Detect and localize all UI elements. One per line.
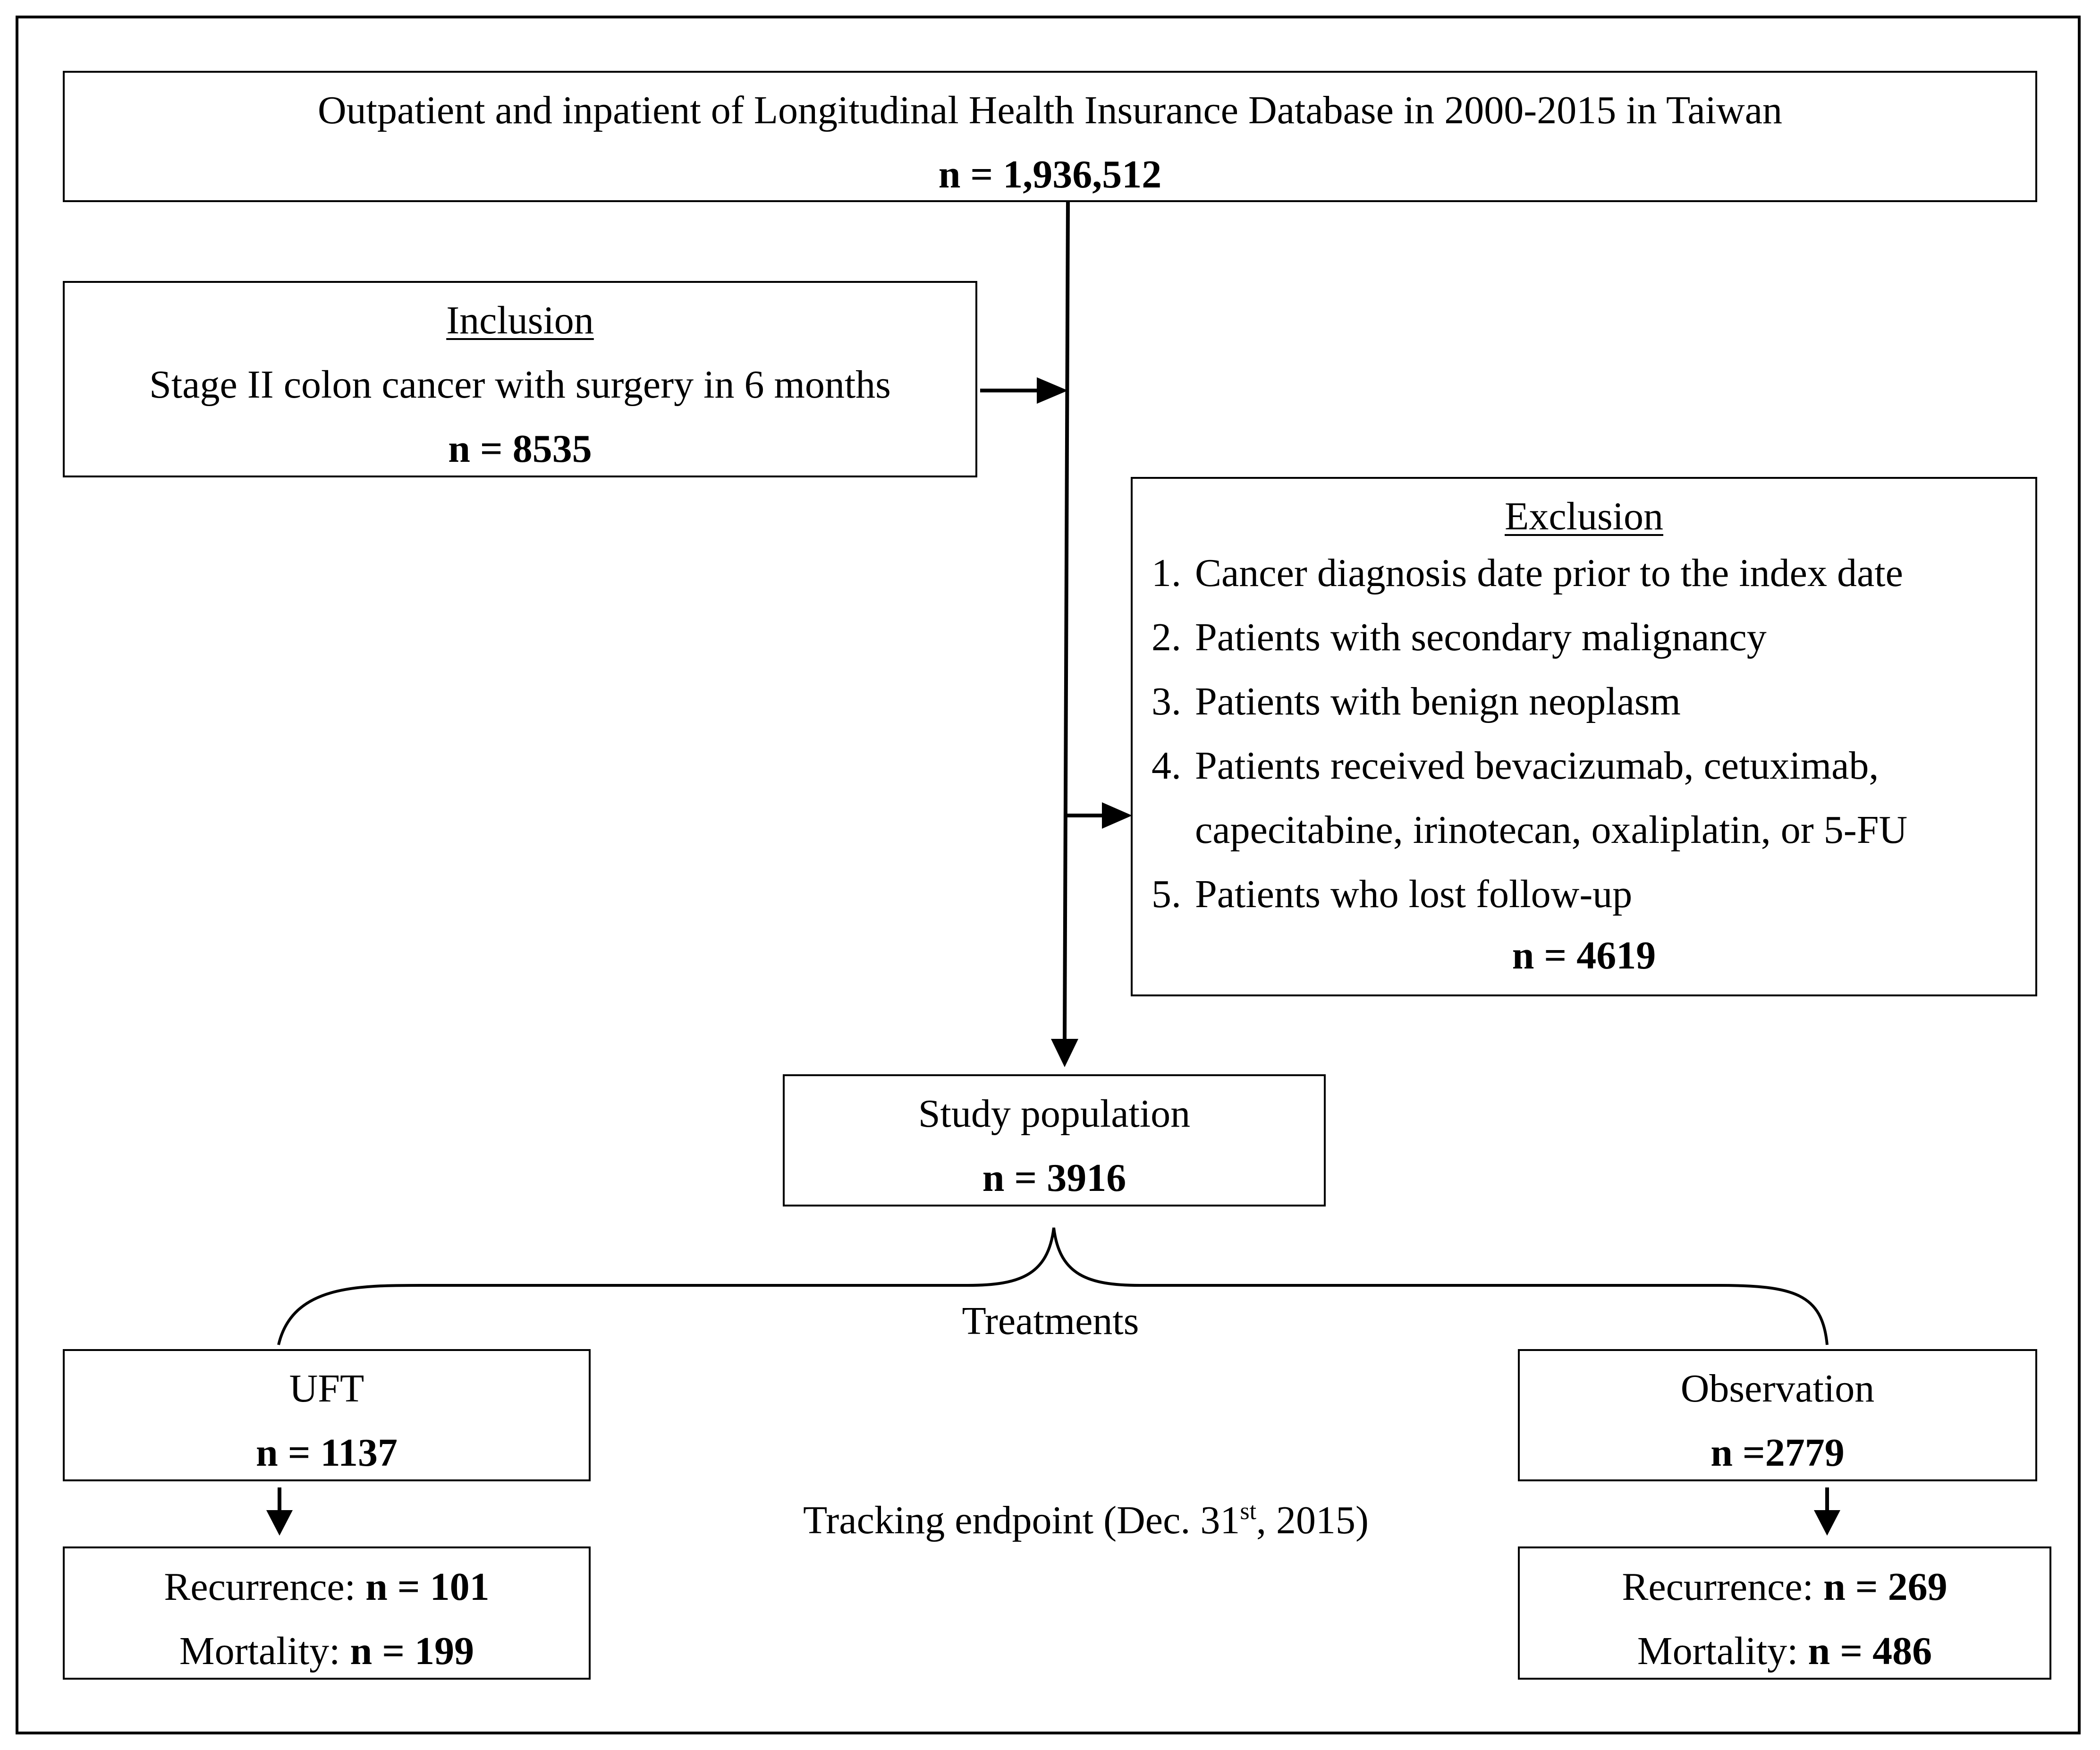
observation-mortality-count: n = 486 [1808,1629,1932,1673]
uft-recurrence-count: n = 101 [365,1565,490,1609]
observation-count: n =2779 [1710,1431,1845,1475]
exclusion-item-2: 2.Patients with secondary malignancy [1152,615,1767,659]
exclusion-item-5: 5.Patients who lost follow-up [1152,872,1633,916]
uft-arrowhead [266,1510,293,1536]
tracking-endpoint-label: Tracking endpoint (Dec. 31st, 2015) [803,1498,1369,1542]
uft-box: UFT n = 1137 [63,1349,591,1481]
treatments-label: Treatments [962,1299,1139,1343]
exclusion-item-1: 1.Cancer diagnosis date prior to the ind… [1152,551,1903,595]
inclusion-arrowhead [1037,377,1068,404]
treatments-brace [277,1227,1829,1345]
exclusion-arrowhead [1102,802,1132,829]
study-population-label: Study population [918,1092,1191,1136]
uft-label: UFT [289,1367,364,1410]
observation-mortality: Mortality: n = 486 [1637,1629,1932,1673]
observation-recurrence-count: n = 269 [1823,1565,1948,1609]
uft-recurrence: Recurrence: n = 101 [164,1565,490,1609]
uft-mortality-count: n = 199 [350,1629,474,1673]
source-database-count: n = 1,936,512 [938,153,1162,196]
tracking-endpoint-ordinal: st [1240,1498,1257,1525]
study-population-count: n = 3916 [982,1156,1126,1200]
diagram-frame [16,16,2081,1734]
observation-box: Observation n =2779 [1518,1349,2037,1481]
uft-outcomes-box: Recurrence: n = 101 Mortality: n = 199 [63,1546,591,1680]
exclusion-count: n = 4619 [1512,934,1656,977]
exclusion-heading: Exclusion [1505,494,1663,538]
observation-outcomes-box: Recurrence: n = 269 Mortality: n = 486 [1518,1546,2051,1680]
source-database-title: Outpatient and inpatient of Longitudinal… [317,88,1783,132]
inclusion-count: n = 8535 [448,427,592,471]
inclusion-criterion: Stage II colon cancer with surgery in 6 … [149,363,891,407]
main-trunk-line [1063,200,1070,1039]
uft-mortality: Mortality: n = 199 [179,1629,474,1673]
uft-count: n = 1137 [256,1431,398,1475]
study-population-box: Study population n = 3916 [783,1074,1326,1206]
observation-recurrence: Recurrence: n = 269 [1622,1565,1948,1609]
observation-label: Observation [1680,1367,1875,1410]
source-database-box: Outpatient and inpatient of Longitudinal… [63,71,2037,202]
observation-arrowhead [1814,1510,1840,1536]
exclusion-item-4: 4.Patients received bevacizumab, cetuxim… [1152,744,1879,788]
inclusion-heading: Inclusion [446,298,594,342]
inclusion-box: Inclusion Stage II colon cancer with sur… [63,281,977,477]
exclusion-item-3: 3.Patients with benign neoplasm [1152,680,1681,723]
exclusion-item-4-continued: capecitabine, irinotecan, oxaliplatin, o… [1195,808,1908,852]
exclusion-box: Exclusion 1.Cancer diagnosis date prior … [1131,477,2037,996]
study-arrowhead [1051,1039,1078,1067]
